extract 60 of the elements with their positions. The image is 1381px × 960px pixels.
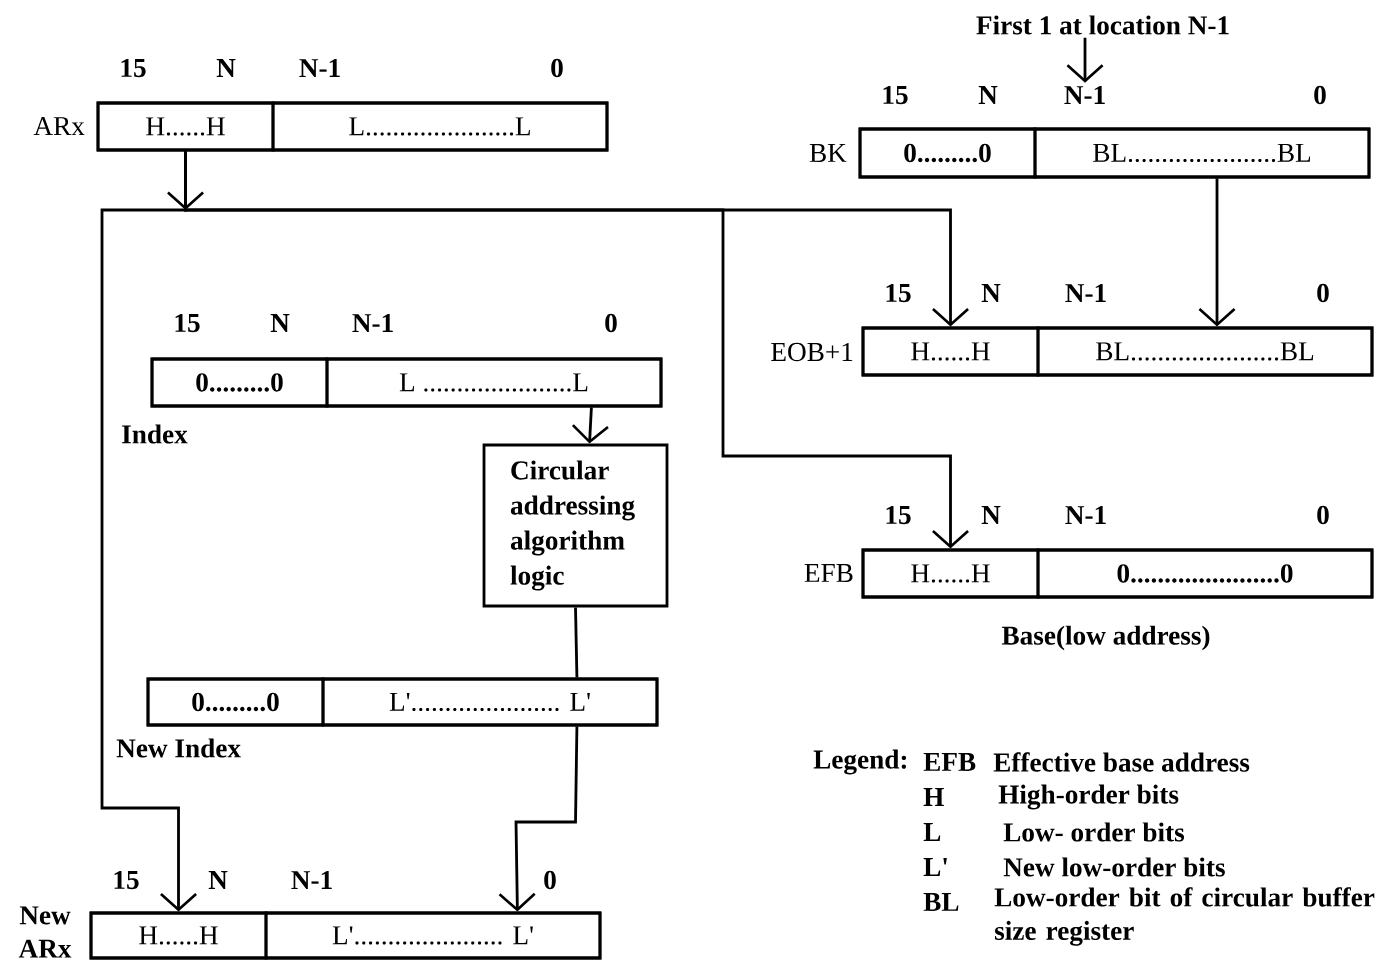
- bit-number: N: [981, 284, 1001, 302]
- register-label: ARx: [33, 117, 85, 135]
- legend-text: Low-order bit of circular buffer size register: [994, 887, 1375, 946]
- legend-symbol: L': [923, 858, 947, 876]
- legend-text: High-order bits: [998, 784, 1179, 810]
- bit-number: 0: [544, 870, 556, 890]
- arrow: [1198, 178, 1236, 327]
- bit-number: 15: [886, 283, 911, 303]
- bit-number: 0: [551, 58, 563, 78]
- bit-number: N: [270, 314, 290, 332]
- legend-symbol: L: [923, 823, 941, 841]
- bit-number: 0: [605, 313, 617, 333]
- legend-symbol: H: [923, 788, 944, 806]
- legend-symbol: EFB: [923, 753, 976, 771]
- legend-heading: Legend:: [813, 749, 907, 775]
- bit-field: H......H: [861, 548, 1040, 599]
- bit-field: 0.........0: [150, 357, 329, 408]
- bit-number: N-1: [291, 871, 332, 889]
- caption-text: Base(low address): [1001, 625, 1210, 651]
- bit-field: L ......................L: [325, 357, 663, 408]
- bit-field: 0......................0: [1036, 548, 1374, 599]
- bit-number: N: [978, 86, 998, 104]
- bit-number: N: [216, 59, 236, 77]
- bit-number: N-1: [1065, 506, 1106, 524]
- legend-text: New low-order bits: [1003, 857, 1225, 877]
- register-label: EFB: [804, 564, 853, 582]
- bit-number: N-1: [1065, 284, 1106, 302]
- connector-line: [574, 607, 579, 678]
- legend-text: Effective base address: [993, 752, 1250, 772]
- bit-field: 0.........0: [858, 127, 1037, 179]
- arrow: [498, 726, 579, 912]
- bit-field: H......H: [89, 911, 268, 960]
- bit-number: 15: [121, 58, 146, 78]
- bit-number: 15: [175, 313, 200, 333]
- register-label: New Index: [116, 738, 241, 758]
- bit-number: 15: [886, 505, 911, 525]
- register-label: Index: [122, 424, 188, 444]
- bit-number: N: [981, 506, 1001, 524]
- bit-field: L......................L: [271, 101, 609, 152]
- register-label: BK: [809, 144, 847, 162]
- register-label: New ARx: [18, 906, 72, 958]
- legend-text: Low- order bits: [1003, 822, 1185, 842]
- legend-symbol: BL: [923, 893, 959, 911]
- bit-number: 0: [1317, 505, 1329, 525]
- bit-field: H......H: [96, 101, 275, 152]
- bit-number: N: [208, 871, 228, 889]
- bit-field: BL......................BL: [1036, 326, 1374, 377]
- bit-field: H......H: [861, 326, 1040, 377]
- annotation-text: N-1: [1064, 86, 1105, 104]
- arrow: [100, 151, 197, 912]
- bit-field: L'...................... L': [264, 911, 602, 960]
- bit-number: N-1: [299, 59, 340, 77]
- bit-number: 0: [1317, 283, 1329, 303]
- bit-number: N-1: [352, 314, 393, 332]
- annotation-text: First 1 at location N-1: [976, 15, 1229, 35]
- bit-field: 0.........0: [146, 677, 325, 727]
- bit-field: L'...................... L': [321, 677, 659, 727]
- logic-box: Circular addressing algorithm logic: [482, 443, 669, 608]
- register-label: EOB+1: [771, 342, 853, 362]
- bit-field: BL......................BL: [1033, 127, 1371, 179]
